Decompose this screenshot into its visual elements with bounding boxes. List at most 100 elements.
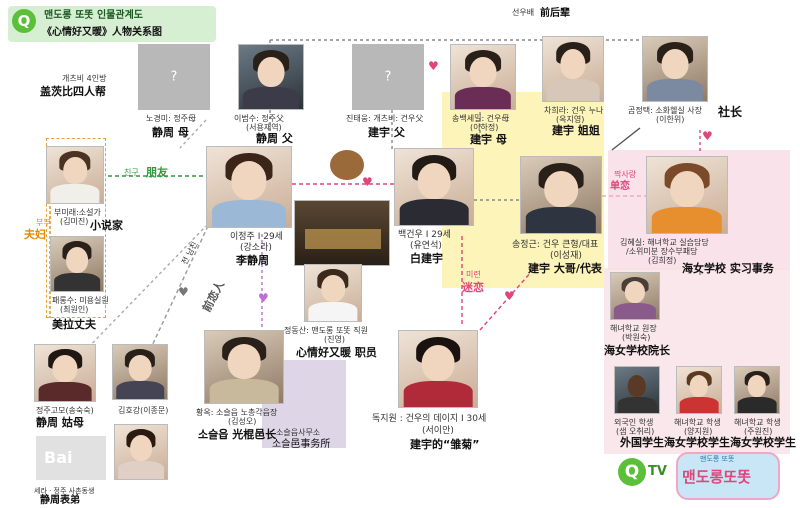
photo-jianyu-sister <box>542 36 604 102</box>
label-cn-student2: 海女学校学生 <box>730 436 796 449</box>
line-president <box>611 127 641 151</box>
label-ko-jingzhou-father: 이범수: 정주父 <box>234 114 285 123</box>
label-ko3-intern: (김희정) <box>648 256 677 265</box>
photo-staff <box>304 264 362 322</box>
line-jz-mid <box>179 119 207 149</box>
label-cn-couple: 夫妇 <box>24 228 46 241</box>
line-daisy-brother <box>479 261 541 331</box>
label-cn-daisy: 建宇的“雏菊” <box>410 438 480 451</box>
label-cn-seniors: 前后辈 <box>540 8 570 19</box>
bear-sticker-icon <box>330 150 364 180</box>
label-ko2-jianyu-mother: (이하정) <box>470 123 499 132</box>
label-cn-novelist: 小说家 <box>90 219 123 232</box>
label-cn-friend: 朋友 <box>146 166 168 179</box>
label-ko2-foreign-student: (샘 오취리) <box>616 427 655 436</box>
label-cn-jingzhou-father: 静周 父 <box>256 132 293 145</box>
title-korean: 맨도롱 또똣 인물관계도 <box>44 10 143 21</box>
qtv-logo-icon: Q <box>618 458 646 486</box>
label-ko-jingzhou-mother: 노경미: 정주母 <box>146 114 197 123</box>
show-logo-small-text: 맨도롱 또똣 <box>700 455 735 463</box>
heart-icon: ♥ <box>428 59 439 73</box>
photo-student2 <box>734 366 780 414</box>
label-ko-cousin-male: 김호강(이종문) <box>118 406 169 415</box>
photo-foreign-student <box>614 366 660 414</box>
photo-jingzhou-mother: ? <box>138 44 210 110</box>
label-ko-seniors: 선우배 <box>512 8 535 17</box>
label-ko2-lee-jingzhou: (강소라) <box>240 243 272 253</box>
label-ko2-bai-jianyu: (유연석) <box>410 241 442 251</box>
label-ko2-principal: (박원숙) <box>622 333 651 342</box>
label-ko2-jingzhou-father: (서용재역) <box>246 123 282 132</box>
label-ko-group: 개츠비 4인방 <box>62 74 107 83</box>
couple-box <box>46 138 106 318</box>
label-ko2-big-brother: (이성재) <box>550 251 582 261</box>
label-cn-president: 社长 <box>718 105 743 119</box>
photo-principal <box>610 272 660 320</box>
label-ko-couple: 부부 <box>36 218 51 227</box>
heart-icon: ♥ <box>362 175 373 189</box>
photo-novelist <box>46 146 104 204</box>
line-aunt <box>79 225 207 357</box>
photo-bai-jianyu <box>394 148 474 226</box>
label-ko2-student1: (양지원) <box>684 427 713 436</box>
title-chinese: 《心情好又暖》人物关系图 <box>42 27 162 38</box>
show-logo <box>676 452 780 500</box>
label-ko-obsession: 미련 <box>466 270 481 279</box>
photo-hairdresser <box>50 236 104 292</box>
label-cn-group: 盖茨比四人帮 <box>40 85 106 98</box>
photo-student1 <box>676 366 722 414</box>
label-ko-friend: 친구 <box>124 168 139 177</box>
label-ko-student1: 해녀학교 학생 <box>674 418 721 427</box>
heart-icon: ♥ <box>178 285 189 299</box>
label-ko2-staff: (진영) <box>324 335 345 344</box>
label-ko-big-brother: 송정근: 건우 큰형/대표 <box>512 240 599 250</box>
label-ko-foreign-student: 외국인 학생 <box>614 418 654 427</box>
label-cn-intern: 海女学校 实习事务 <box>682 262 774 275</box>
photo-president <box>642 36 708 102</box>
photo-daisy <box>398 330 478 408</box>
qtv-logo-text: TV <box>648 464 667 479</box>
label-ko2-intern: /소위미분 장수부패당 <box>626 247 698 256</box>
show-logo-text: 맨도롱또똣 <box>682 468 752 486</box>
label-ko-chief: 황옥: 소슬읍 노총각읍장 <box>196 408 278 417</box>
label-ko-student2: 해녀학교 학생 <box>734 418 781 427</box>
label-cn-jingzhou-mother: 静周 母 <box>152 126 189 139</box>
label-cn-jianyu-mother: 建宇 母 <box>470 133 507 146</box>
line-ex <box>149 225 209 351</box>
label-cn-student1: 海女学校学生 <box>664 436 730 449</box>
label-ko2-president: (이한위) <box>656 115 685 124</box>
baidu-watermark-text: Bai <box>44 448 73 467</box>
baidu-watermark <box>36 436 106 480</box>
label-ko-hairdresser: 패롱수: 미용실원 <box>52 296 109 305</box>
label-ko-novelist: 부미래:소설가 <box>54 208 101 217</box>
label-cn-cousin: 静周表弟 <box>40 495 80 506</box>
label-ko2-novelist: (김미진) <box>60 217 89 226</box>
label-ko-office: 소슬읍사무소 <box>276 428 321 437</box>
photo-cousin-male <box>112 344 168 400</box>
label-cn-chief: 소슬읍 光棍邑长 <box>198 428 277 441</box>
label-ko-cousin: 세라 · 정주 사촌동생 <box>34 487 95 495</box>
label-ko-unrequited: 짝사랑 <box>614 170 637 179</box>
label-cn-bai-jianyu: 白建宇 <box>410 252 443 265</box>
label-ko2-hairdresser: (최원인) <box>60 305 89 314</box>
label-cn-hairdresser: 美拉丈夫 <box>52 318 96 331</box>
label-cn-aunt: 静周 姑母 <box>36 416 84 429</box>
photo-jianyu-father: ? <box>352 44 424 110</box>
label-ko-staff: 정동산: 맨도롱 또똣 직원 <box>284 326 368 335</box>
label-ko2-student2: (주원진) <box>744 427 773 436</box>
photo-lee-jingzhou <box>206 146 292 228</box>
label-ko2-chief: (김성오) <box>228 417 257 426</box>
label-cn-unrequited: 单恋 <box>610 181 630 192</box>
label-cn-principal: 海女学校院长 <box>604 344 670 357</box>
heart-icon: ♥ <box>504 289 515 303</box>
label-cn-office: 소슬邑事务所 <box>272 439 331 450</box>
label-cn-obsession: 迷恋 <box>462 281 484 294</box>
label-ko-lee-jingzhou: 이정주 I 29세 <box>230 232 283 242</box>
label-cn-jianyu-father: 建宇 父 <box>368 126 405 139</box>
label-cn-jianyu-sister: 建宇 姐姐 <box>552 124 600 137</box>
photo-big-brother <box>520 156 602 234</box>
title-banner <box>8 6 216 42</box>
label-ko-president: 곰정택: 소화헬실 사장 <box>628 106 703 115</box>
label-ko-principal: 해녀학교 원장 <box>610 324 657 333</box>
label-ko-jianyu-sister: 차희라: 건우 누나 <box>544 106 604 115</box>
